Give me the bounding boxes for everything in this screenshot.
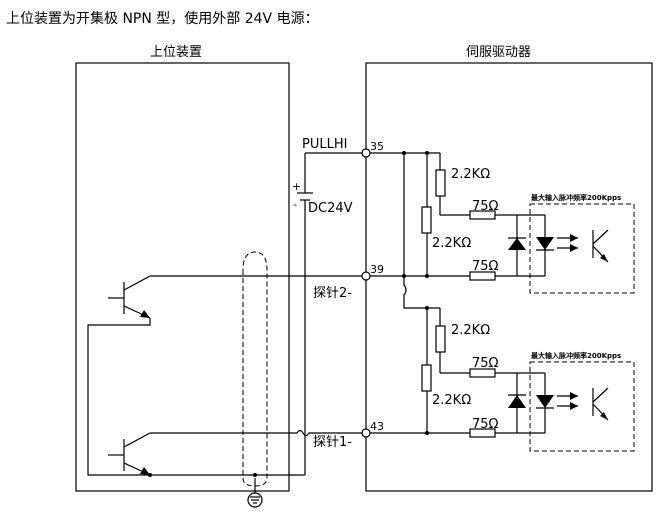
dc24v-supply — [297, 152, 362, 210]
r-shunt-upper-label: 2.2KΩ — [432, 236, 471, 251]
probe2-label: 探针2- — [313, 286, 352, 301]
r-series-upper-bottom-label: 75Ω — [472, 259, 499, 274]
collector-wire-lower — [150, 429, 362, 437]
supply-plus-sign: + — [292, 180, 301, 193]
r-series-upper-top-label: 75Ω — [472, 199, 499, 214]
terminal-35 — [361, 148, 371, 158]
pin-43-label: 43 — [370, 420, 384, 433]
r-series-lower-bottom-label: 75Ω — [472, 417, 499, 432]
servo-driver-title: 伺服驱动器 — [466, 45, 531, 60]
servo-driver-box — [365, 62, 653, 492]
freq-note-upper: 最大输入脉冲频率200Kpps — [531, 193, 621, 202]
probe1-label: 探针1- — [313, 435, 352, 450]
host-device-box — [75, 62, 290, 492]
r-pull-upper-label: 2.2KΩ — [451, 167, 490, 182]
page-heading: 上位装置为开集极 NPN 型，使用外部 24V 电源： — [6, 11, 319, 27]
terminal-43 — [361, 428, 371, 438]
npn-transistor-lower — [108, 432, 151, 476]
r-shunt-lower-label: 2.2KΩ — [432, 393, 471, 408]
pin-39-label: 39 — [370, 263, 384, 276]
pullhi-label: PULLHI — [302, 137, 347, 152]
r-series-lower-top-label: 75Ω — [472, 356, 499, 371]
pin-35-label: 35 — [370, 140, 384, 153]
r-pull-lower-label: 2.2KΩ — [451, 323, 490, 338]
terminal-39 — [361, 271, 371, 281]
emitter-common-wire — [87, 318, 151, 476]
cable-shield — [242, 251, 268, 487]
supply-label: DC24V — [308, 201, 353, 216]
supply-minus-sign: - — [293, 198, 297, 211]
ground-icon — [247, 492, 263, 508]
freq-note-lower: 最大输入脉冲频率200Kpps — [531, 351, 621, 360]
host-device-title: 上位装置 — [150, 45, 202, 60]
lower-input-channel — [370, 306, 635, 452]
npn-transistor-upper — [108, 275, 151, 319]
upper-input-channel — [370, 153, 635, 294]
